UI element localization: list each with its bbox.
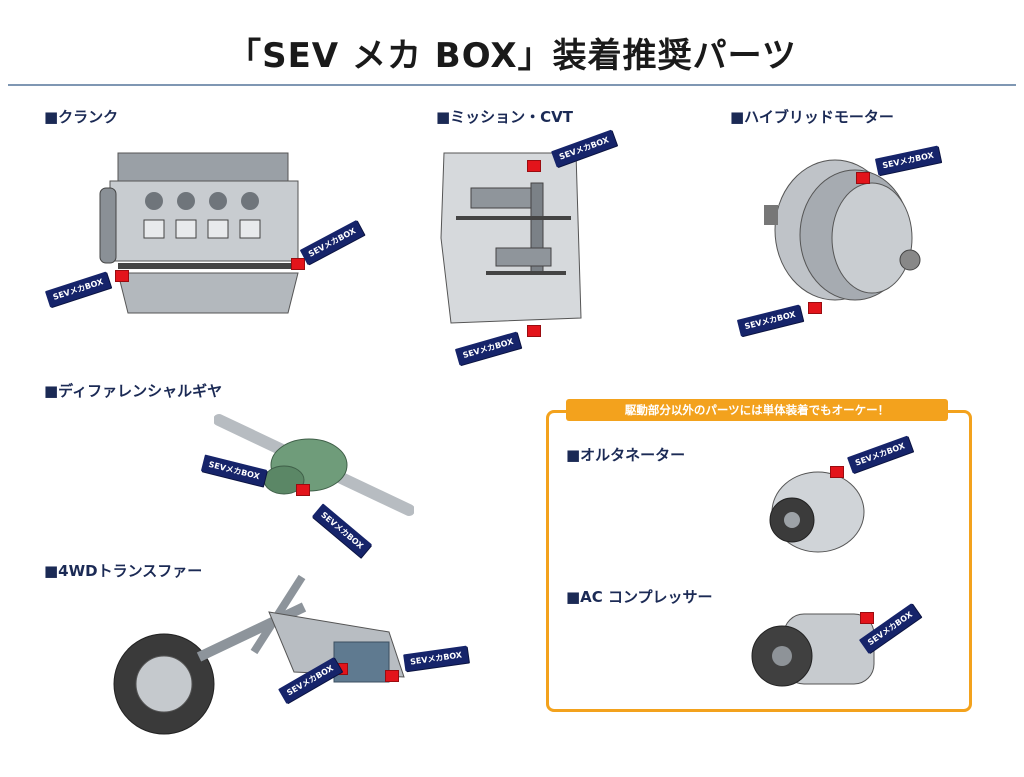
alternator-illustration bbox=[769, 471, 865, 553]
section-label-hybrid-motor: ■ハイブリッドモーター bbox=[730, 106, 894, 127]
page-title: 「SEV メカ BOX」装着推奨パーツ bbox=[227, 36, 797, 76]
section-label-hybrid-motor-text: ■ハイブリッドモーター bbox=[730, 108, 894, 126]
crank-mount-marker-right bbox=[291, 258, 305, 270]
section-label-alternator-text: ■オルタネーター bbox=[566, 446, 686, 464]
transmission-cvt-illustration bbox=[440, 152, 582, 324]
section-label-differential-text: ■ディファレンシャルギヤ bbox=[44, 382, 223, 400]
differential-mount-marker bbox=[296, 484, 310, 496]
section-label-ac-compressor-text: ■AC コンプレッサー bbox=[566, 588, 713, 606]
section-label-alternator: ■オルタネーター bbox=[566, 444, 685, 465]
differential-illustration bbox=[214, 414, 414, 516]
section-label-crank-text: ■クランク bbox=[44, 108, 119, 126]
sev-tag-transmission-bottom: SEVメカBOX bbox=[454, 331, 522, 366]
hybrid-motor-illustration bbox=[764, 159, 921, 301]
title-divider bbox=[8, 84, 1016, 86]
transfer-illustration bbox=[113, 574, 405, 735]
crank-mount-marker-left bbox=[115, 270, 129, 282]
hybrid-motor-mount-marker-top bbox=[856, 172, 870, 184]
section-label-differential: ■ディファレンシャルギヤ bbox=[44, 380, 222, 401]
transmission-mount-marker-top bbox=[527, 160, 541, 172]
alternator-mount-marker bbox=[830, 466, 844, 478]
crank-engine-illustration bbox=[99, 152, 299, 314]
section-label-transfer: ■4WDトランスファー bbox=[44, 560, 202, 581]
ac-compressor-illustration bbox=[751, 613, 875, 687]
section-label-transfer-text: ■4WDトランスファー bbox=[44, 562, 203, 580]
standalone-parts-banner: 駆動部分以外のパーツには単体装着でもオーケー！ bbox=[566, 399, 948, 421]
section-label-crank: ■クランク bbox=[44, 106, 118, 127]
section-label-ac-compressor: ■AC コンプレッサー bbox=[566, 586, 713, 607]
section-label-transmission: ■ミッション・CVT bbox=[436, 106, 573, 127]
transfer-mount-marker-right bbox=[385, 670, 399, 682]
section-label-transmission-text: ■ミッション・CVT bbox=[436, 108, 574, 126]
hybrid-motor-mount-marker-bottom bbox=[808, 302, 822, 314]
transmission-mount-marker-bottom bbox=[527, 325, 541, 337]
ac-compressor-mount-marker bbox=[860, 612, 874, 624]
